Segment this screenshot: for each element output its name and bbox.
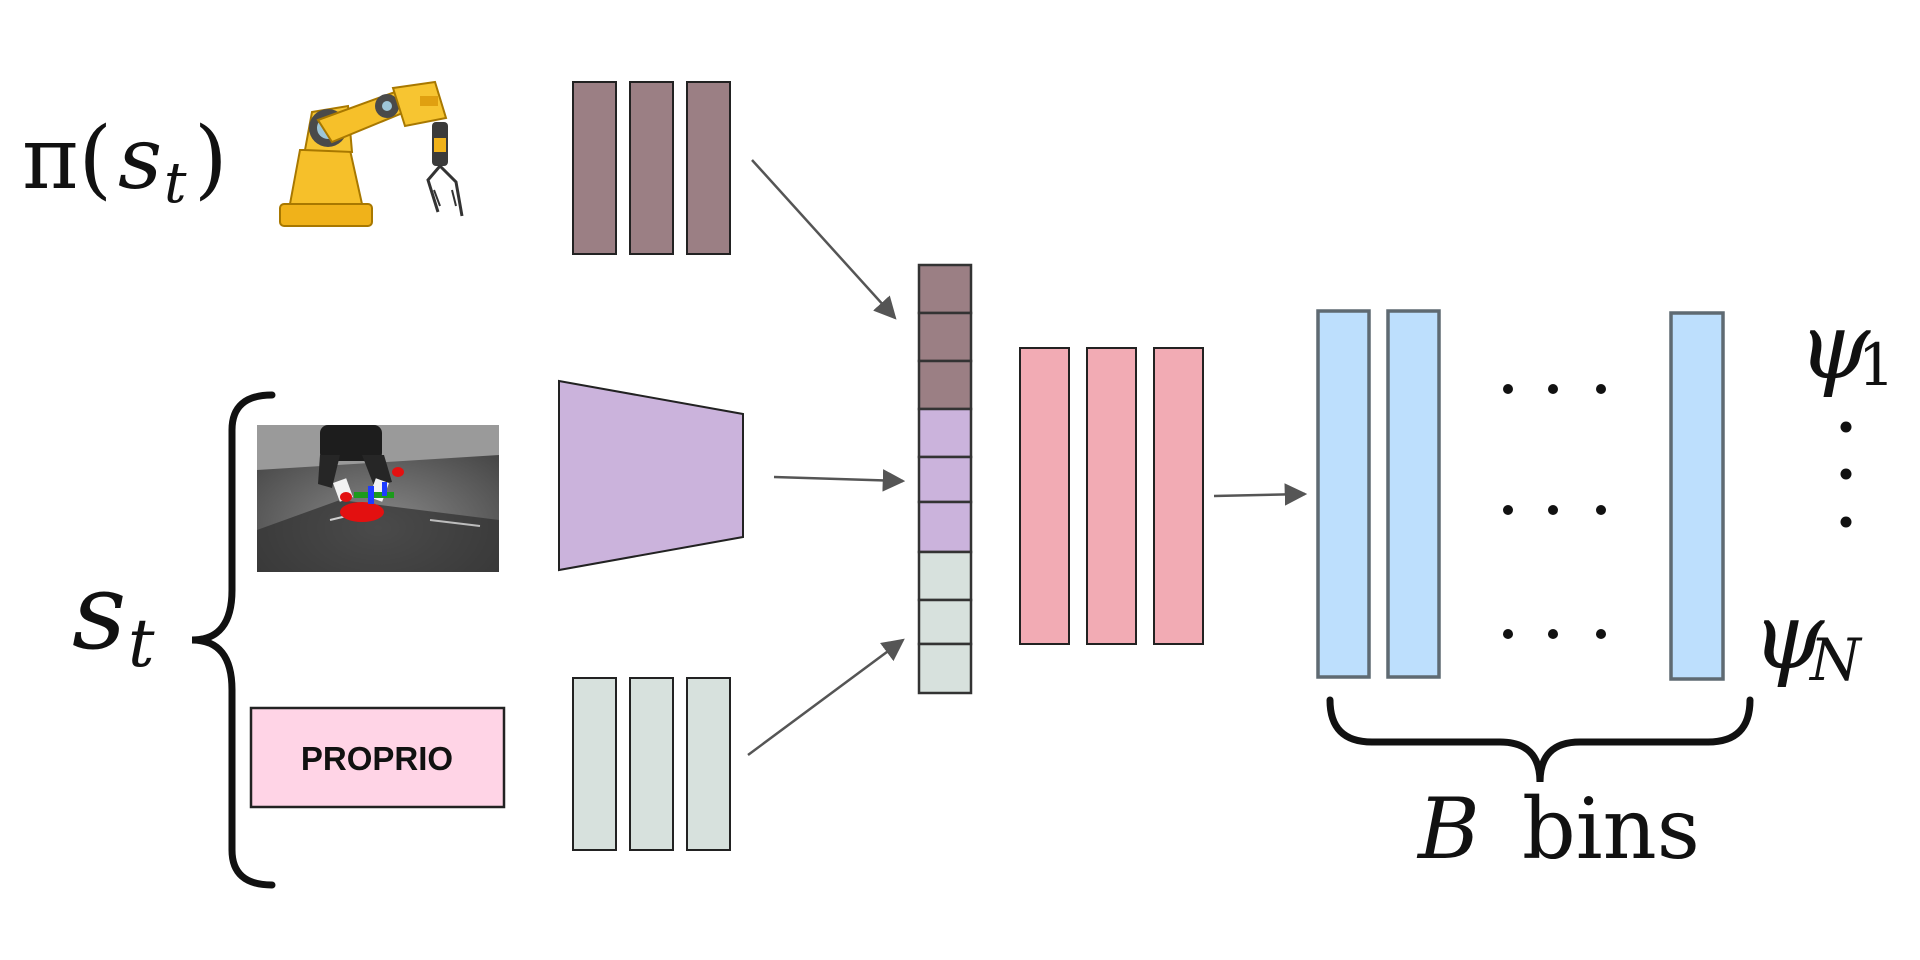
concat-cell-policy-1: [917, 263, 973, 315]
bin-last: [1669, 311, 1725, 681]
policy-state-text: s: [118, 109, 162, 209]
policy-block-2: [629, 81, 674, 255]
proprio-box: PROPRIO: [249, 706, 506, 809]
policy-feature-blocks: [572, 81, 731, 255]
psi-first-symbol: ψ: [1798, 293, 1871, 400]
bins-label: B bins: [1416, 780, 1700, 878]
concat-cell-policy-2: [917, 311, 973, 363]
hidden-blocks: [1019, 347, 1204, 645]
concat-cell-image-2: [917, 455, 973, 504]
arrow-hidden-to-bins: [1213, 483, 1308, 506]
proprio-feature-blocks: [572, 677, 731, 851]
arrows: [747, 159, 1308, 757]
output-bins: [1316, 309, 1725, 681]
proprio-block-3: [686, 677, 731, 851]
bin-2: [1386, 309, 1441, 679]
state-brace: [191, 391, 276, 889]
proprio-label: PROPRIO: [301, 740, 453, 777]
concat-cell-proprio-3: [917, 642, 973, 695]
policy-block-1: [572, 81, 617, 255]
arrow-policy-to-concat: [751, 159, 897, 320]
bins-ellipsis: [1503, 384, 1606, 639]
psi-first-subscript: 1: [1858, 331, 1895, 399]
proprio-block-2: [629, 677, 674, 851]
bins-brace: [1326, 696, 1754, 783]
robot-arm-icon: [279, 80, 464, 227]
concat-vector: [917, 263, 973, 695]
state-label: s t: [72, 550, 155, 682]
concat-cell-proprio-1: [917, 550, 973, 602]
arrow-image-to-concat: [773, 469, 906, 492]
state-s-text: s: [72, 550, 126, 673]
concat-cell-proprio-2: [917, 598, 973, 646]
robot-scene-image: [257, 425, 499, 572]
policy-label: π( s t ): [22, 109, 228, 216]
image-encoder: [558, 379, 744, 572]
concat-cell-image-3: [917, 500, 973, 554]
concat-cell-policy-3: [917, 359, 973, 411]
bins-word: bins: [1522, 780, 1700, 878]
state-subscript: t: [128, 605, 155, 682]
arrow-proprio-to-concat: [747, 638, 905, 757]
psi-last-symbol: ψ: [1752, 583, 1825, 690]
policy-pi-text: π(: [22, 109, 112, 209]
policy-state-subscript: t: [164, 151, 187, 216]
hidden-block-3: [1153, 347, 1204, 645]
concat-cell-image-1: [917, 407, 973, 459]
psi-labels: ψ 1 ψ N: [1752, 293, 1895, 694]
bin-1: [1316, 309, 1371, 679]
hidden-block-1: [1019, 347, 1070, 645]
policy-block-3: [686, 81, 731, 255]
hidden-block-2: [1086, 347, 1137, 645]
bins-variable: B: [1416, 780, 1480, 878]
policy-close-paren: ): [194, 109, 228, 209]
proprio-block-1: [572, 677, 617, 851]
psi-last-subscript: N: [1808, 626, 1863, 694]
